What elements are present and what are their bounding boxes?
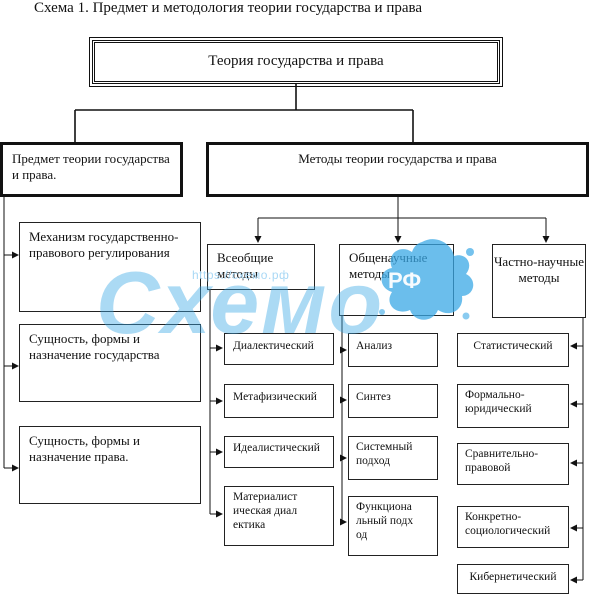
general-method-systemic: Системный подход (356, 441, 413, 467)
private-method-statistical: Статистический (473, 340, 553, 352)
watermark-splash-icon (379, 239, 474, 320)
subject-header-box (0, 142, 183, 197)
diagram-caption: Схема 1. Предмет и методология теории го… (34, 0, 423, 16)
universal-method-box (224, 486, 334, 546)
private-method-box (457, 384, 569, 428)
category-universal-label: Всеобщие методы (217, 250, 274, 281)
subject-item-state: Сущность, формы и назначение государства (29, 331, 160, 362)
private-method-box (457, 506, 569, 548)
private-method-box (457, 443, 569, 485)
subject-header-label: Предмет теории государства и права. (12, 151, 170, 182)
private-method-formal-legal: Формально-юридический (465, 389, 532, 415)
private-method-comparative: Сравнительно-правовой (465, 448, 539, 474)
universal-method-box (224, 384, 334, 418)
general-method-box (348, 333, 438, 367)
methods-header-label: Методы теории государства и права (298, 151, 497, 166)
subject-item-box (19, 222, 201, 312)
general-method-functional: Функциональный подход (356, 501, 414, 541)
watermark-url: https://схемо.рф (192, 268, 290, 282)
universal-method-metaphysical: Метафизический (233, 391, 317, 403)
universal-method-idealistic: Идеалистический (233, 442, 320, 454)
category-private-label: Частно-научные методы (493, 254, 585, 285)
general-method-synthesis: Синтез (356, 391, 391, 403)
subject-item-box (19, 324, 201, 402)
methods-header-box (206, 142, 589, 197)
private-method-box (457, 564, 569, 594)
private-method-box (457, 333, 569, 367)
root-label: Теория государства и права (208, 53, 384, 69)
subject-item-box (19, 426, 201, 504)
root-box (89, 37, 503, 87)
subject-item-law: Сущность, формы и назначение права. (29, 433, 140, 464)
private-method-sociological: Конкретно-социологический (465, 511, 551, 537)
universal-method-dialectical: Диалектический (233, 340, 314, 352)
category-private-box (492, 244, 586, 318)
general-method-box (348, 436, 438, 480)
subject-item-mechanism: Механизм государственно-правового регули… (29, 229, 179, 260)
general-method-box (348, 496, 438, 556)
category-universal-box (207, 244, 315, 290)
watermark-badge: РФ (388, 268, 422, 293)
general-method-box (348, 384, 438, 418)
universal-method-materialist: Материалистическая диалектика (233, 491, 298, 531)
universal-method-box (224, 436, 334, 468)
universal-method-box (224, 333, 334, 365)
watermark-logo: Схемо (96, 253, 385, 352)
general-method-analysis: Анализ (356, 340, 393, 352)
private-method-cybernetic: Кибернетический (469, 571, 557, 583)
